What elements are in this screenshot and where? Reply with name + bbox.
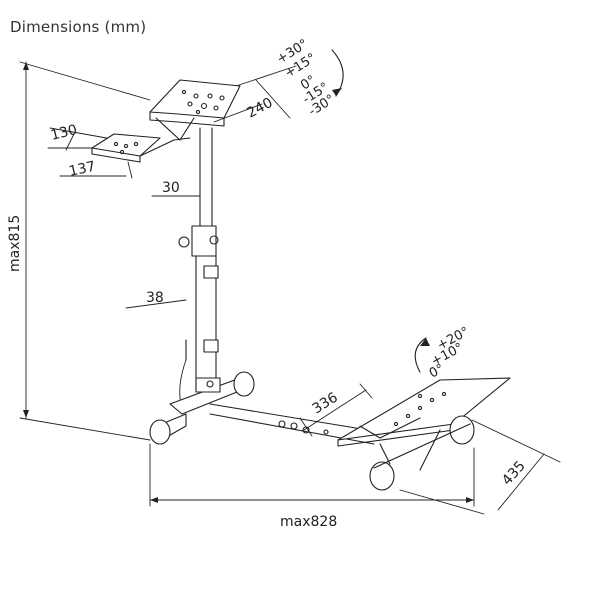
- base-frame: [149, 371, 381, 445]
- dim-max828: max828: [280, 514, 337, 530]
- dim-130: 130: [49, 122, 79, 144]
- dim-435: 435: [499, 458, 529, 489]
- arrowheads: [23, 62, 474, 503]
- dim-30: 30: [162, 180, 180, 196]
- shifter-plate: [91, 133, 191, 163]
- dimension-lines: [19, 61, 561, 515]
- page-title: Dimensions (mm): [10, 18, 147, 36]
- wheel-plate: [149, 79, 241, 141]
- tilt-arrow-wheel: [331, 49, 344, 97]
- tilt-arrow-pedal: [414, 337, 430, 373]
- angle-pedal-0: 0°: [427, 361, 447, 381]
- dim-137: 137: [68, 159, 97, 180]
- dim-max815: max815: [7, 215, 23, 272]
- angle-wheel-0: 0°: [298, 73, 318, 94]
- pedal-plate: [337, 377, 511, 491]
- dim-336: 336: [310, 390, 341, 418]
- mast: [178, 127, 219, 409]
- dim-240: 240: [244, 95, 275, 122]
- dim-38: 38: [146, 290, 164, 306]
